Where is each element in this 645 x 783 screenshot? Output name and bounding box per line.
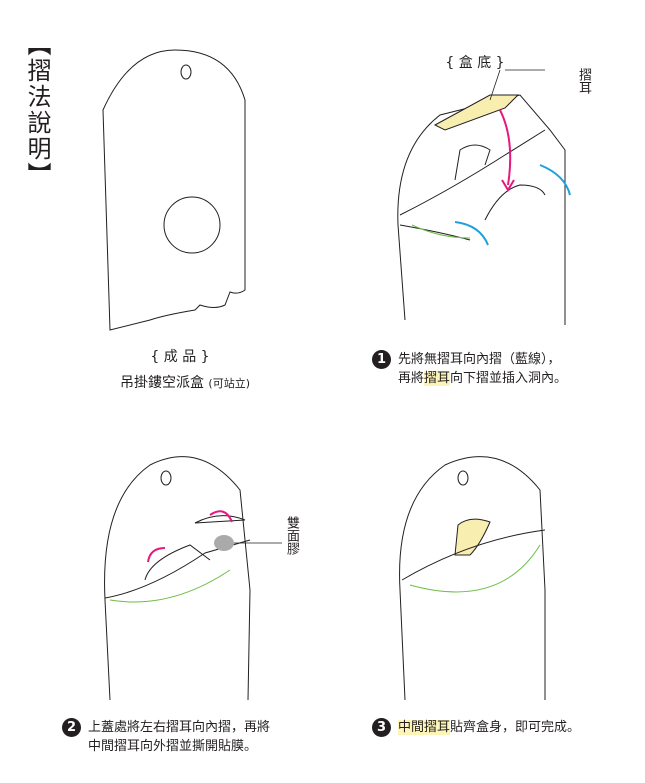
- step-number: 3: [372, 718, 391, 737]
- product-note: (可站立): [208, 377, 251, 390]
- product-label: { 成 品 }: [150, 349, 210, 365]
- hang-hole-icon: [180, 64, 192, 80]
- step-3: 3 中間摺耳貼齊盒身，即可完成。: [372, 718, 580, 737]
- step-text: 向下摺並插入洞內。: [450, 371, 568, 386]
- step-1: 1 先將無摺耳向內摺（藍線）， 再將摺耳向下摺並插入洞內。: [372, 350, 567, 388]
- product-caption: 吊掛鏤空派盒 (可站立): [85, 372, 285, 392]
- product-illustration: [102, 49, 246, 331]
- box-bottom-illustration: [397, 69, 571, 325]
- step-text: 中間摺耳向外摺並撕開貼膜。: [88, 739, 258, 754]
- box-bottom-label: { 盒 底 }: [445, 55, 505, 71]
- step-number: 2: [62, 718, 81, 737]
- highlight-text: 中間摺耳: [398, 720, 451, 735]
- window-hole-icon: [163, 196, 221, 254]
- step-text: 先將無摺耳向內摺（藍線），: [398, 352, 561, 367]
- step2-illustration: [104, 456, 282, 701]
- page-title: 【摺法說明】: [23, 32, 51, 188]
- step-2: 2 上蓋處將左右摺耳向內摺，再將中間摺耳向外摺並撕開貼膜。: [62, 718, 270, 756]
- tape-icon: [214, 535, 234, 551]
- step-number: 1: [372, 350, 391, 369]
- step-text: 貼齊盒身，即可完成。: [450, 720, 581, 735]
- highlight-text: 摺耳: [424, 371, 451, 386]
- step3-illustration: [399, 456, 546, 701]
- step-text: 上蓋處將左右摺耳向內摺，再將: [88, 720, 271, 735]
- tape-label: 雙面膠: [284, 516, 299, 555]
- product-name: 吊掛鏤空派盒: [119, 375, 204, 391]
- ear-label: 摺耳: [576, 68, 591, 94]
- step-text: 再將: [398, 371, 425, 386]
